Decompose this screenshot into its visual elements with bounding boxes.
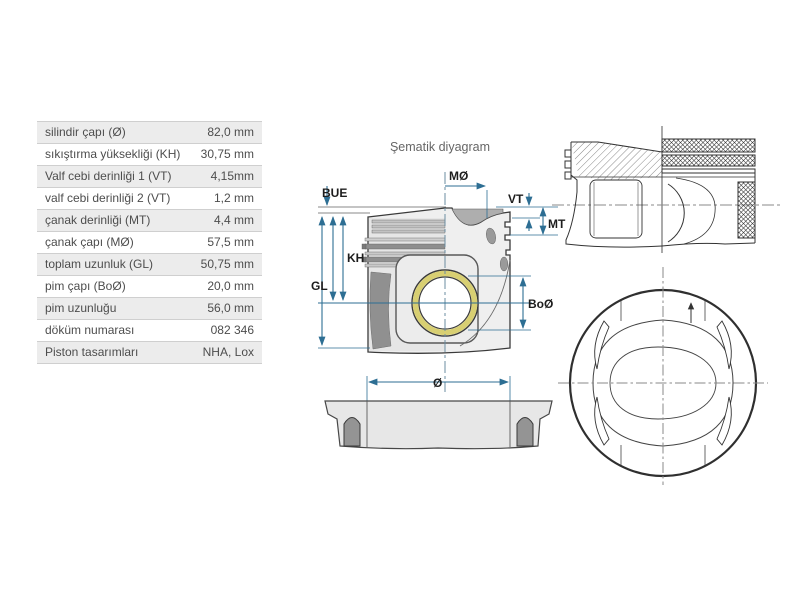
spec-label: çanak derinliği (MT)	[37, 209, 192, 232]
spec-label: valf cebi derinliği 2 (VT)	[37, 187, 192, 210]
dim-label-kh: KH	[347, 251, 364, 265]
dim-label-gl: GL	[311, 279, 328, 293]
piston-section-view-diagram	[552, 126, 782, 253]
dim-label-bue: BUE	[322, 186, 347, 200]
spec-label: Valf cebi derinliği 1 (VT)	[37, 165, 192, 188]
dim-label-dia: Ø	[433, 376, 442, 390]
table-row: çanak derinliği (MT) 4,4 mm	[37, 209, 262, 232]
dimension-lines	[318, 182, 558, 403]
table-row: döküm numarası 082 346	[37, 319, 262, 342]
piston-spec-table: silindir çapı (Ø) 82,0 mm sıkıştırma yük…	[37, 121, 262, 364]
spec-value: 1,2 mm	[191, 187, 262, 210]
table-row: Piston tasarımları NHA, Lox	[37, 341, 262, 364]
dim-label-mo: MØ	[449, 169, 468, 183]
section-right-half	[661, 138, 756, 247]
spec-label: çanak çapı (MØ)	[37, 231, 192, 254]
skirt-slot-left	[343, 417, 361, 447]
table-row: valf cebi derinliği 2 (VT) 1,2 mm	[37, 187, 262, 210]
spec-value: 30,75 mm	[191, 143, 262, 166]
spec-value: 56,0 mm	[191, 297, 262, 320]
piston-body-front	[361, 207, 511, 354]
spec-value: 4,4 mm	[191, 209, 262, 232]
section-left-half	[564, 141, 663, 248]
table-row: çanak çapı (MØ) 57,5 mm	[37, 231, 262, 254]
spec-value: 4,15mm	[191, 165, 262, 188]
table-row: sıkıştırma yüksekliği (KH) 30,75 mm	[37, 143, 262, 166]
table-row: toplam uzunluk (GL) 50,75 mm	[37, 253, 262, 276]
spec-label: pim çapı (BoØ)	[37, 275, 192, 298]
spec-label: sıkıştırma yüksekliği (KH)	[37, 143, 192, 166]
table-row: pim çapı (BoØ) 20,0 mm	[37, 275, 262, 298]
spec-value: 57,5 mm	[191, 231, 262, 254]
dim-label-mt: MT	[548, 217, 566, 231]
spec-label: toplam uzunluk (GL)	[37, 253, 192, 276]
spec-value: 082 346	[191, 319, 262, 342]
spec-value: 82,0 mm	[191, 121, 262, 144]
spec-value: 20,0 mm	[191, 275, 262, 298]
piston-front-view-diagram: BUE MØ VT MT KH GL BoØ Ø	[311, 169, 566, 450]
spec-label: döküm numarası	[37, 319, 192, 342]
table-row: Valf cebi derinliği 1 (VT) 4,15mm	[37, 165, 262, 188]
bowl-section-shade	[451, 208, 504, 226]
piston-bottom-section	[324, 400, 553, 450]
spec-label: Piston tasarımları	[37, 341, 192, 364]
dim-label-vt: VT	[508, 192, 524, 206]
combustion-bowl-outline	[592, 319, 734, 447]
spec-value: NHA, Lox	[191, 341, 262, 364]
piston-top-view-diagram	[558, 267, 768, 485]
diagram-title: Şematik diyagram	[389, 140, 491, 154]
skirt-slot-right	[516, 417, 534, 447]
dim-label-boo: BoØ	[528, 297, 553, 311]
skirt-shade	[369, 271, 392, 350]
spec-label: pim uzunluğu	[37, 297, 192, 320]
spec-label: silindir çapı (Ø)	[37, 121, 192, 144]
valve-pockets	[594, 320, 732, 446]
table-row: silindir çapı (Ø) 82,0 mm	[37, 121, 262, 144]
table-row: pim uzunluğu 56,0 mm	[37, 297, 262, 320]
spec-value: 50,75 mm	[191, 253, 262, 276]
